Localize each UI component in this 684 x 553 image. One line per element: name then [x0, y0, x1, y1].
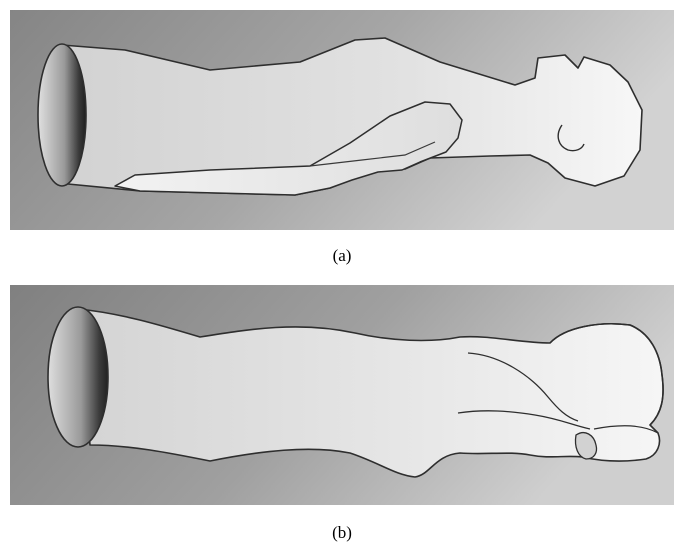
caption-b: (b) — [0, 523, 684, 543]
panel-b-image — [10, 285, 674, 505]
panel-a-opening — [38, 44, 86, 186]
panel-a-illustration — [10, 10, 674, 230]
panel-b-opening — [48, 307, 108, 447]
panel-b-illustration — [10, 285, 674, 505]
panel-a-image — [10, 10, 674, 230]
caption-a: (a) — [0, 246, 684, 266]
